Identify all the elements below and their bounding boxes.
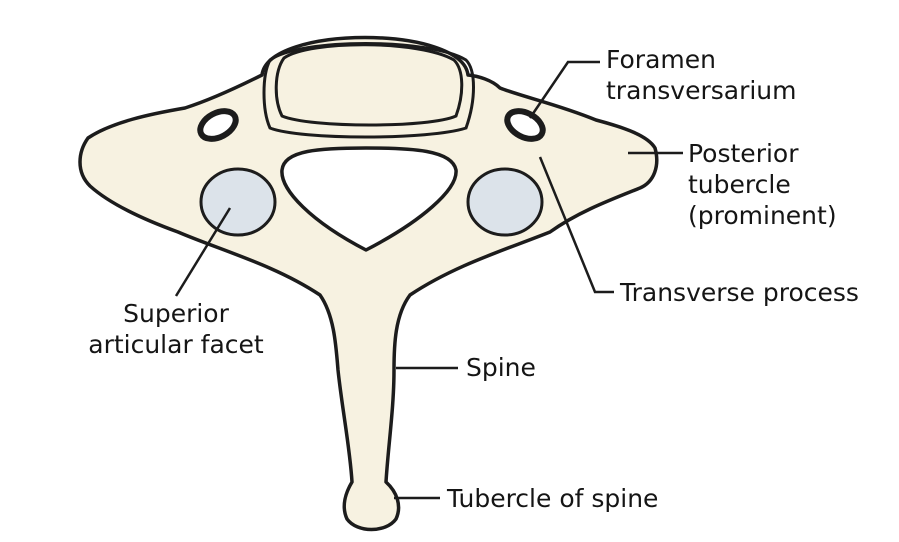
leader-line-foramen	[528, 60, 600, 119]
label-superior-articular-facet: Superior articular facet	[78, 298, 274, 360]
superior-articular-facet-left	[199, 167, 277, 237]
vertebra-outline	[78, 35, 659, 532]
label-posterior-tubercle: Posterior tubercle (prominent)	[688, 138, 837, 231]
vertebral-body-rim	[262, 42, 475, 139]
label-transverse-process-text: Transverse process	[620, 278, 859, 307]
label-tubercle-of-spine: Tubercle of spine	[447, 483, 658, 514]
label-superior-line2: articular facet	[88, 330, 264, 359]
label-spine: Spine	[466, 352, 536, 383]
label-posterior-line1: Posterior	[688, 139, 799, 168]
leader-line-transverse-process	[538, 156, 614, 294]
label-posterior-line3: (prominent)	[688, 201, 837, 230]
vertebral-foramen	[280, 146, 458, 252]
leader-line-superior-facet	[174, 207, 232, 297]
vertebral-body	[274, 43, 464, 127]
superior-articular-facet-right	[466, 167, 544, 237]
label-superior-line1: Superior	[123, 299, 229, 328]
label-posterior-line2: tubercle	[688, 170, 791, 199]
label-spine-text: Spine	[466, 353, 536, 382]
label-foramen-line2: transversarium	[606, 76, 797, 105]
label-transverse-process: Transverse process	[620, 277, 859, 308]
label-foramen-line1: Foramen	[606, 45, 716, 74]
label-tubercle-of-spine-text: Tubercle of spine	[447, 484, 659, 513]
foramen-transversarium-left	[197, 108, 239, 142]
foramen-transversarium-right	[504, 108, 546, 142]
label-foramen-transversarium: Foramen transversarium	[606, 44, 797, 106]
